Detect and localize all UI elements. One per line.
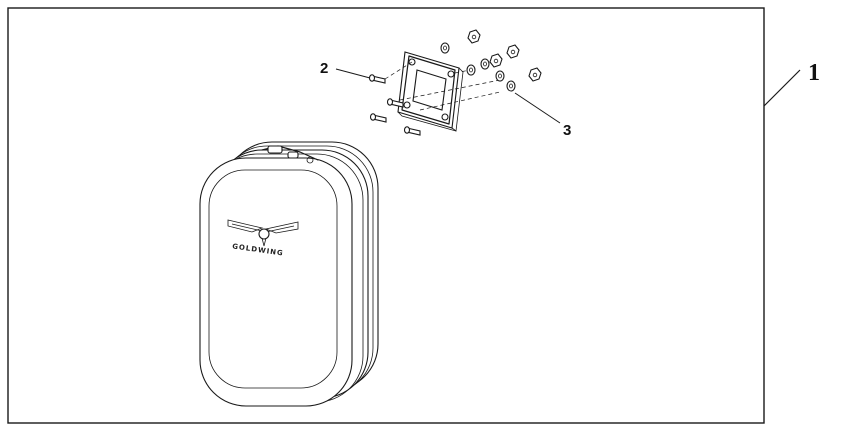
callout-3: 3 — [563, 122, 571, 139]
pouch-bag: GOLDWING — [199, 141, 379, 407]
nuts — [467, 29, 542, 82]
washers — [440, 42, 516, 92]
diagram-frame — [7, 7, 765, 424]
leader-line-1 — [763, 69, 801, 107]
assembly-lines — [384, 61, 501, 111]
bolt-3 — [369, 113, 387, 123]
mounting-bracket — [397, 51, 464, 132]
callout-2: 2 — [320, 60, 328, 77]
callout-1: 1 — [808, 60, 820, 86]
bolt-1 — [368, 74, 386, 84]
leader-line-3 — [514, 92, 561, 124]
bolt-4 — [403, 126, 421, 136]
bolt-2 — [386, 98, 404, 108]
leader-line-2 — [335, 68, 371, 79]
